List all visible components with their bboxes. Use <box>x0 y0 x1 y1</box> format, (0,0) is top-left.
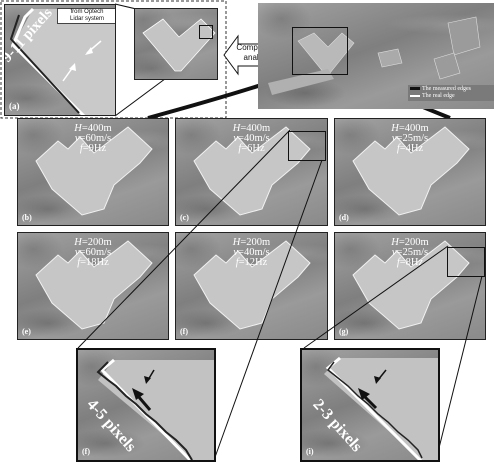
zoom-box-c <box>288 131 326 161</box>
param-f-c: f=6Hz <box>238 143 265 154</box>
params-d: H=400m v=25m/s f=4Hz <box>335 123 485 154</box>
legend-real: The real edge <box>422 93 455 99</box>
panel-c: H=400m v=40m/s f=6Hz (c) <box>175 118 328 226</box>
param-f-f: f=12Hz <box>235 257 268 268</box>
panel-g: H=200m v=25m/s f=8Hz (g) <box>334 232 486 340</box>
label-d: (d) <box>339 213 349 222</box>
inset-a: from Optech Lidar system 9-11 pixels (a) <box>4 4 116 116</box>
large-zoom-box <box>292 27 348 75</box>
zoom-panel-i: 2-3 pixels (i) <box>300 348 440 462</box>
label-f: (f) <box>180 327 188 336</box>
panel-d: H=400m v=25m/s f=4Hz (d) <box>334 118 486 226</box>
source-note-line1: from Optech <box>70 9 104 15</box>
legend-measured: The measured edges <box>422 86 471 92</box>
inset-a-building-edge <box>9 7 115 115</box>
param-f-g: f=8Hz <box>396 257 424 268</box>
real-swatch <box>410 94 420 97</box>
panel-f: H=200m v=40m/s f=12Hz (f) <box>175 232 328 340</box>
zoom-i-edge <box>324 356 438 460</box>
building-g <box>352 240 470 330</box>
label-a: (a) <box>9 101 20 111</box>
param-v-f: v=40m/s <box>233 247 270 258</box>
label-c: (c) <box>180 213 189 222</box>
param-H-g: H=200m <box>391 237 429 248</box>
building-e <box>35 240 153 330</box>
param-v-c: v=40m/s <box>233 133 270 144</box>
params-e: H=200m v=60m/s f=18Hz <box>18 237 168 268</box>
param-v-g: v=25m/s <box>391 247 429 258</box>
label-zoom-f: (f) <box>82 447 90 456</box>
zoom-box-g <box>447 247 485 277</box>
source-note-line2: Lidar system <box>69 16 104 22</box>
panel-b: H=400m v=60m/s f=9Hz (b) <box>17 118 169 226</box>
param-H-d: H=400m <box>391 123 429 134</box>
zoom-panel-f: 4-5 pixels (f) <box>76 348 216 462</box>
param-v-b: v=60m/s <box>74 133 112 144</box>
label-g: (g) <box>339 327 349 336</box>
param-v-e: v=60m/s <box>74 247 112 258</box>
comparison-line1: Comparison <box>234 43 282 53</box>
param-H-f: H=200m <box>232 237 271 248</box>
edge-legend: The measured edges The real edge <box>408 85 494 101</box>
small-dsm-building <box>142 18 216 72</box>
label-b: (b) <box>22 213 32 222</box>
param-H-b: H=400m <box>74 123 112 134</box>
measured-swatch <box>410 87 420 91</box>
large-dsm-buildings <box>268 16 481 95</box>
param-H-c: H=400m <box>232 123 271 134</box>
param-H-e: H=200m <box>74 237 112 248</box>
label-e: (e) <box>22 327 31 336</box>
params-g: H=200m v=25m/s f=8Hz <box>335 237 485 268</box>
panel-e: H=200m v=60m/s f=18Hz (e) <box>17 232 169 340</box>
source-note: from Optech Lidar system <box>57 8 115 24</box>
building-b <box>35 126 153 216</box>
param-f-b: f=9Hz <box>79 143 107 154</box>
param-v-d: v=25m/s <box>391 133 429 144</box>
small-dsm <box>134 8 218 80</box>
param-f-e: f=18Hz <box>77 257 109 268</box>
large-dsm: The measured edges The real edge <box>258 3 494 109</box>
building-d <box>352 126 470 216</box>
label-zoom-i: (i) <box>306 447 314 456</box>
building-f <box>193 240 311 330</box>
params-f: H=200m v=40m/s f=12Hz <box>176 237 327 268</box>
params-c: H=400m v=40m/s f=6Hz <box>176 123 327 154</box>
param-f-d: f=4Hz <box>396 143 424 154</box>
small-zoom-box <box>199 25 213 39</box>
params-b: H=400m v=60m/s f=9Hz <box>18 123 168 154</box>
zoom-f-edge <box>96 358 214 460</box>
building-c <box>193 126 311 216</box>
